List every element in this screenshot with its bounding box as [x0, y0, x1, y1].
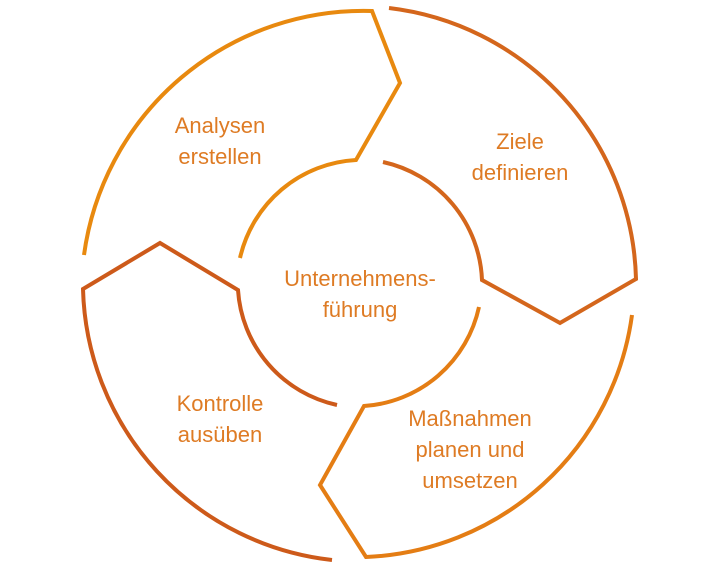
step-label-ziele: Ziele definieren: [440, 126, 600, 188]
center-label-line1: Unternehmens-: [284, 266, 436, 291]
step-label-ziele-line1: Ziele: [496, 129, 544, 154]
center-label-line2: führung: [322, 297, 398, 322]
center-label: Unternehmens- führung: [260, 263, 460, 325]
step-label-massnahmen-line2: planen und: [415, 437, 525, 462]
step-label-massnahmen-line3: umsetzen: [422, 468, 518, 493]
segment-ziele: [382, 6, 639, 326]
step-label-analysen-line1: Analysen: [174, 113, 266, 138]
step-label-analysen-line2: erstellen: [178, 144, 262, 169]
step-label-ziele-line2: definieren: [471, 160, 569, 185]
step-label-kontrolle-line2: ausüben: [177, 422, 263, 447]
segment-kontrolle: [80, 240, 338, 562]
segment-analysen: [82, 8, 403, 259]
step-label-massnahmen: Maßnahmen planen und umsetzen: [385, 403, 555, 496]
segment-massnahmen: [317, 306, 634, 560]
step-label-kontrolle-line1: Kontrolle: [176, 391, 264, 416]
step-label-kontrolle: Kontrolle ausüben: [140, 388, 300, 450]
step-label-massnahmen-line1: Maßnahmen: [408, 406, 532, 431]
step-label-analysen: Analysen erstellen: [140, 110, 300, 172]
